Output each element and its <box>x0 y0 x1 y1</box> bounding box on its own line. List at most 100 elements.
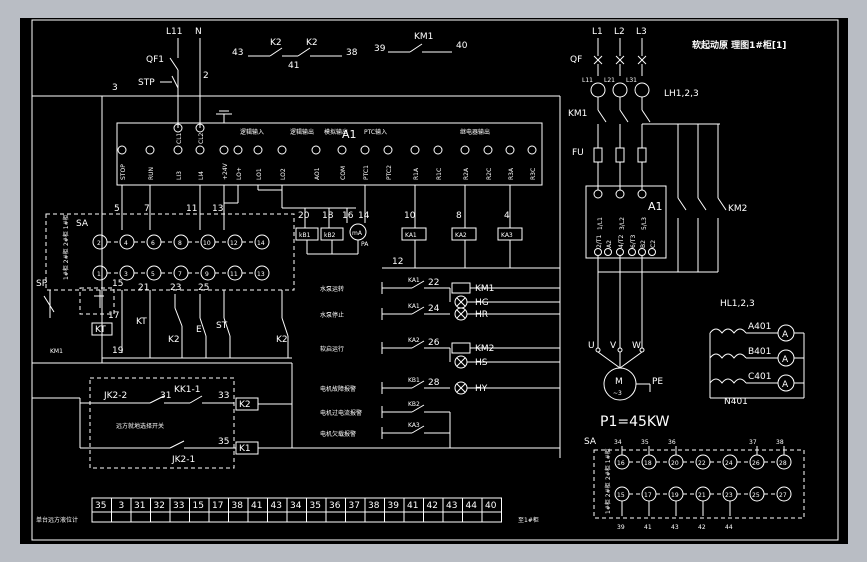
phase-label: L3 <box>636 27 647 37</box>
sa-contact-label: 12 <box>230 240 238 247</box>
strip-cell-label: 35 <box>95 501 106 511</box>
km1-contact <box>619 109 629 123</box>
motor-terminal <box>617 347 623 353</box>
status-row-label: 水泵运转 <box>320 285 344 293</box>
a1-terminal <box>311 145 321 155</box>
a1-terminal-label: +24V <box>222 162 229 180</box>
sa-contact <box>254 265 270 281</box>
ct-winding <box>709 328 747 334</box>
qf-cross <box>637 55 647 65</box>
kb1-label: kB1 <box>299 232 311 239</box>
sa-right-top-wire: 37 <box>749 439 757 446</box>
left-relay-area: SP 15 17 KT KM1 19 21 23 25 KT K2 E ST K… <box>32 279 293 420</box>
strip-cell-lower <box>306 511 327 523</box>
wire-5: 5 <box>114 204 120 214</box>
row-contact <box>411 280 425 289</box>
strip-cell-lower <box>247 511 268 523</box>
phase-label: L1 <box>592 27 603 37</box>
sa-contact <box>776 486 792 502</box>
a1-terminal <box>410 145 420 155</box>
power-circuit: 软起动原 理图1#柜[1] L1L111/L1L2L213/L2L3L315/L… <box>568 27 805 430</box>
strip-cell-label: 41 <box>407 501 418 511</box>
strip-cell-lower <box>208 511 229 523</box>
cl-terminal-label: CL2 <box>198 132 205 144</box>
row-wire-number: 24 <box>428 304 440 314</box>
row-contact-label: KA1 <box>408 277 420 284</box>
strip-cell-lower <box>462 511 483 523</box>
wire-18: 18 <box>322 211 334 221</box>
row-coil-label: KM2 <box>475 344 494 354</box>
motor-lead <box>597 351 621 369</box>
sa-right-bottom-wire: 41 <box>644 524 652 531</box>
n-label: N <box>195 27 202 37</box>
ammeter-label: C401 <box>748 372 771 382</box>
a1-header-outputs: 逻辑输出 <box>290 128 314 136</box>
sa-right-top-wire: 34 <box>614 439 622 446</box>
strip-cell-label: 37 <box>349 501 360 511</box>
strip-left-label: 单台远方液位计 <box>36 516 78 524</box>
wire-17: 17 <box>108 311 119 321</box>
k1-coil-label: K1 <box>239 444 251 454</box>
sa-contact-label: 16 <box>617 460 625 467</box>
a1-terminal-label: STOP <box>120 164 127 180</box>
row-lamp-cross <box>456 383 466 393</box>
row-lamp-cross <box>456 357 466 367</box>
a1-output-label: B2 <box>640 240 647 248</box>
km2-contact <box>677 197 687 211</box>
a1-header-relays: 继电器输出 <box>460 128 490 136</box>
sa-contact-label: 15 <box>617 492 625 499</box>
fuse <box>637 147 647 163</box>
sa-contact-label: 6 <box>151 240 155 247</box>
strip-cell-lower <box>91 511 112 523</box>
a1-terminal-label: LO+ <box>236 167 243 180</box>
phase-label: L2 <box>614 27 625 37</box>
a1-input-terminal <box>593 189 603 199</box>
km2-contact <box>697 197 707 211</box>
strip-cell-label: 42 <box>427 501 438 511</box>
sa-right-label: SA <box>584 437 597 447</box>
a1-output-label: 2/T1 <box>596 234 603 248</box>
wire-43: 43 <box>232 48 243 58</box>
fu-label: FU <box>572 148 584 158</box>
row-wire-number: 28 <box>428 378 440 388</box>
stp-label: STP <box>138 78 155 88</box>
strip-cell-lower <box>169 511 190 523</box>
row-contact <box>411 404 425 413</box>
a1-terminal <box>117 145 127 155</box>
sa-contact-label: 1 <box>97 271 101 278</box>
row-wire-number: 22 <box>428 278 439 288</box>
strip-right-label: 至1#柜 <box>518 516 539 524</box>
schematic-board: L11 N QF1 STP 2 3 43 K2 K2 41 38 39 KM1 … <box>20 18 848 544</box>
fuse <box>593 147 603 163</box>
row-contact <box>411 306 425 315</box>
sa-right-side-bottom: 1#柜 2#柜 <box>604 482 612 514</box>
a1-terminal <box>460 145 470 155</box>
wire-7: 7 <box>144 204 150 214</box>
wire-20: 20 <box>298 211 310 221</box>
a1-terminal-label: R1A <box>413 167 420 180</box>
wire-8: 8 <box>456 211 462 221</box>
control-wires: 5 7 11 13 20 18 16 14 kB1 kB2 mA PA 10 8… <box>114 185 561 458</box>
sa-contact-label: 11 <box>230 271 238 278</box>
jk2-1-label: JK2-1 <box>171 455 195 465</box>
ma-label: mA <box>352 230 363 237</box>
wire-23: 23 <box>170 283 181 293</box>
strip-cell-label: 40 <box>485 501 497 511</box>
sa-contact-label: 9 <box>205 271 209 278</box>
wire-15: 15 <box>112 279 123 289</box>
sa-right-bottom-wire: 43 <box>671 524 679 531</box>
strip-cell-lower <box>228 511 249 523</box>
sa-right-side-top: 2#柜 1#柜 <box>604 448 612 480</box>
a1-terminal-label: R3A <box>508 167 515 180</box>
a1-terminal-label: LO1 <box>256 168 263 180</box>
sa-right-top-wire: 38 <box>776 439 784 446</box>
motor-lead-label: V <box>610 341 617 351</box>
sa-contact-label: 4 <box>124 240 128 247</box>
a1-terminal <box>483 145 493 155</box>
row-lamp-label: HY <box>475 384 488 394</box>
